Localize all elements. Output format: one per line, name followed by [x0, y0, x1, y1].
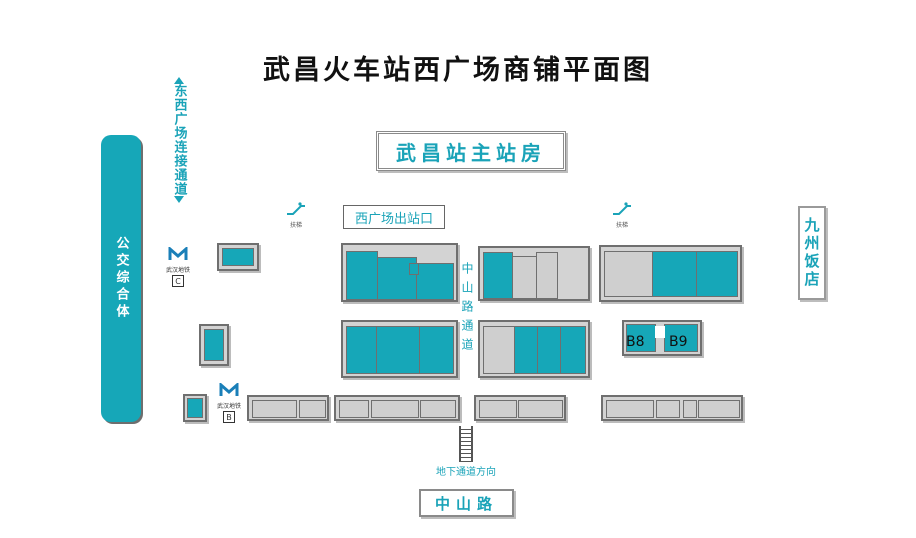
- main-station-label: 武昌站主站房: [376, 131, 566, 171]
- arrow-down-icon: [174, 196, 184, 203]
- shop-block: [599, 245, 742, 302]
- bus-hub: 公交综合体: [101, 135, 141, 422]
- metro-exit-letter: B: [223, 411, 235, 423]
- metro-exit-c: 武汉地铁 C: [163, 245, 193, 287]
- west-exit-label: 西广场出站口: [343, 205, 445, 229]
- shop-label-b8: B8: [626, 334, 645, 350]
- arrow-up-icon: [174, 77, 184, 84]
- shop-block: [478, 246, 590, 301]
- shop-block: [341, 243, 458, 302]
- shop-block: [478, 320, 590, 378]
- escalator-label: 扶梯: [289, 222, 302, 229]
- zhongshan-passage-label: 中山路通道: [460, 262, 474, 357]
- shop-block: [247, 395, 329, 421]
- escalator-icon: [613, 202, 631, 215]
- connector-label: 东西广场连接通道: [171, 84, 187, 196]
- metro-label: 武汉地铁: [216, 403, 241, 410]
- shop-block: [601, 395, 743, 421]
- metro-label: 武汉地铁: [165, 267, 190, 274]
- zhongshan-road-label: 中山路: [419, 489, 514, 517]
- escalator-right: 扶梯: [611, 201, 633, 229]
- connector-passage: 东西广场连接通道: [164, 77, 194, 213]
- hotel-label: 九州饭店: [798, 206, 826, 300]
- shop-block: [341, 320, 458, 378]
- escalator-left: 扶梯: [285, 201, 307, 229]
- map-title: 武昌火车站西广场商铺平面图: [263, 55, 653, 86]
- shop-block: [334, 395, 460, 421]
- kiosk: [199, 324, 229, 366]
- shop-block-b8-b9: B8 B9: [622, 320, 702, 356]
- metro-icon: [219, 381, 239, 396]
- shop-block: [474, 395, 566, 421]
- escalator-label: 扶梯: [615, 222, 628, 229]
- kiosk: [217, 243, 259, 271]
- metro-exit-letter: C: [172, 275, 184, 287]
- shop-label-b9: B9: [669, 334, 688, 350]
- stairs-icon: [459, 426, 473, 462]
- kiosk: [183, 394, 207, 422]
- underground-label: 地下通道方向: [436, 467, 496, 478]
- escalator-icon: [287, 202, 305, 215]
- metro-exit-b: 武汉地铁 B: [214, 381, 244, 423]
- metro-icon: [168, 245, 188, 260]
